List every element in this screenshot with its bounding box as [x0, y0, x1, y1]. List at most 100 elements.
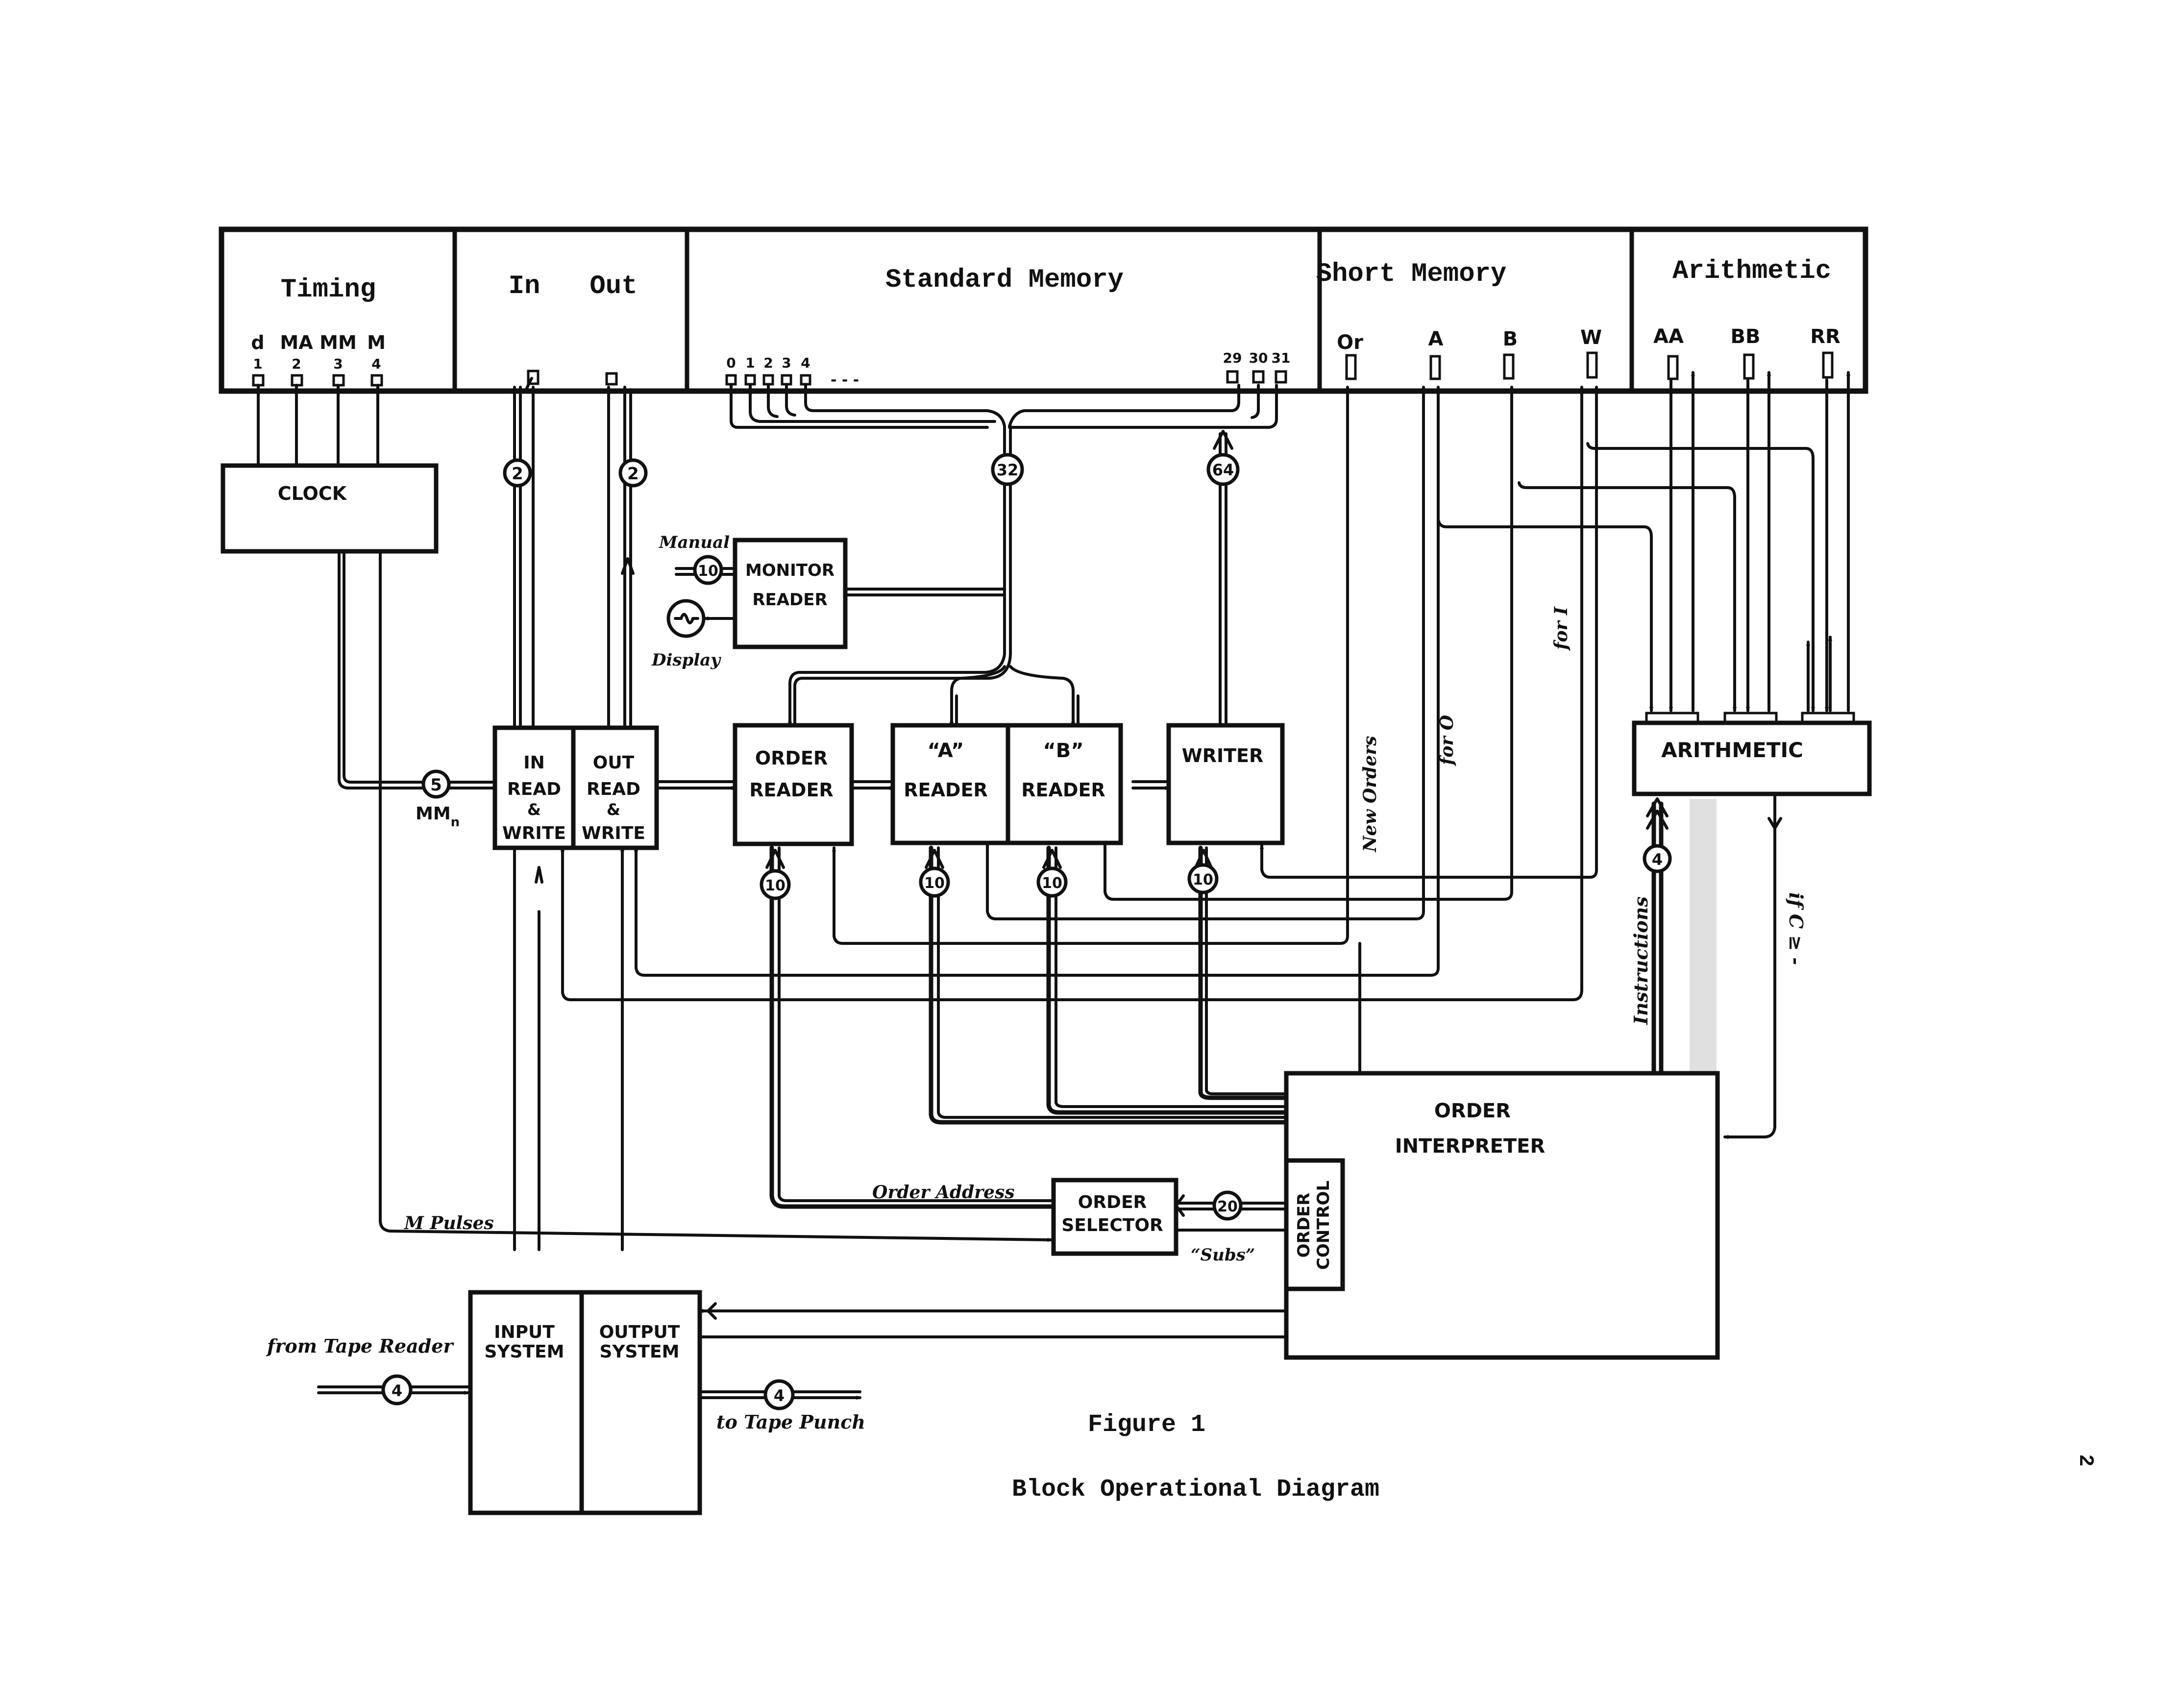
block-label: & — [607, 800, 620, 819]
display-scope — [666, 599, 706, 638]
block-label: WRITE — [502, 823, 566, 843]
timing-title: Timing — [281, 275, 376, 305]
memory-cell-index: 3 — [782, 355, 791, 371]
io-system-block: INPUT SYSTEM OUTPUT SYSTEM — [468, 1290, 702, 1515]
register-terminal — [1503, 353, 1515, 380]
ab-reader-block: “A” READER “B” READER — [890, 723, 1123, 845]
memory-cell-index: 31 — [1272, 350, 1291, 366]
block-label: MONITOR — [745, 561, 834, 580]
mm-label: MM — [416, 804, 451, 824]
memory-cell — [762, 374, 774, 386]
memory-cell-index: 4 — [801, 355, 810, 371]
timing-signal-name: MA — [280, 332, 313, 353]
order-address-label: Order Address — [872, 1182, 1015, 1203]
memory-cell — [1226, 370, 1239, 384]
bus-badge-out: 2 — [618, 458, 648, 488]
register-label: B — [1503, 328, 1518, 350]
svg-text:2: 2 — [627, 464, 639, 484]
bus-badge-memory-read: 32 — [991, 453, 1024, 486]
bus-badge-tape-in: 4 — [381, 1374, 413, 1406]
svg-text:64: 64 — [1212, 461, 1234, 479]
block-label: INTERPRETER — [1395, 1135, 1546, 1158]
scan-smudge — [1690, 799, 1717, 1073]
block-label: & — [527, 800, 541, 819]
in-out-rw-block: IN READ & WRITE OUT READ & WRITE — [492, 725, 659, 850]
memory-cell — [1275, 370, 1287, 384]
register-terminal — [1345, 354, 1357, 380]
timing-signal-name: MM — [319, 332, 357, 353]
out-label: Out — [589, 271, 637, 301]
block-label: READER — [749, 779, 833, 801]
short-memory-panel: Short Memory Or A B W — [1316, 259, 1602, 380]
page-number: 2 — [2074, 1454, 2097, 1466]
block-label: INPUT — [494, 1322, 555, 1342]
memory-cell-index: 30 — [1249, 350, 1268, 366]
timing-signal-index: 1 — [253, 356, 262, 372]
for-o-label: for O — [1437, 715, 1457, 766]
memory-cell-index: 1 — [745, 355, 755, 371]
terminal — [332, 374, 345, 387]
bus-badge-instructions: 4 — [1643, 844, 1672, 873]
svg-text:5: 5 — [430, 775, 442, 795]
terminal — [370, 374, 383, 387]
register-terminal — [1743, 353, 1755, 380]
block-label: ORDER — [1294, 1193, 1314, 1258]
block-label: ARITHMETIC — [1661, 738, 1803, 762]
wiring — [257, 371, 1855, 1398]
block-label: SYSTEM — [485, 1342, 564, 1362]
block-label: ORDER — [755, 747, 828, 769]
display-label: Display — [651, 650, 721, 670]
arithmetic-unit-block: ARITHMETIC — [1632, 720, 1872, 796]
header-frame — [219, 226, 1868, 394]
block-label: SELECTOR — [1061, 1215, 1163, 1235]
bus-badge-tape-out: 4 — [763, 1379, 795, 1410]
register-terminal — [1822, 351, 1834, 379]
standard-memory-title: Standard Memory — [885, 265, 1124, 295]
svg-text:10: 10 — [765, 877, 785, 894]
order-selector-block: ORDER SELECTOR — [1051, 1178, 1178, 1256]
timing-signal-name: d — [251, 332, 264, 353]
register-terminal — [1586, 351, 1598, 379]
mm-subscript: n — [451, 815, 460, 830]
figure-title: Block Operational Diagram — [1012, 1476, 1379, 1504]
memory-cell — [781, 374, 792, 386]
header-strip: Timing d MA MM M 1 2 3 4 In Out Standard… — [219, 226, 1868, 394]
bus-badge-b-reader: 10 — [1036, 866, 1068, 898]
block-label: SYSTEM — [600, 1342, 680, 1362]
register-label: W — [1580, 326, 1602, 349]
if-c-label: if C ≥ - — [1785, 892, 1807, 965]
svg-text:4: 4 — [774, 1386, 785, 1405]
register-label: AA — [1653, 325, 1684, 348]
writer-block: WRITER — [1166, 723, 1285, 845]
memory-cell-index: 2 — [763, 355, 773, 371]
order-interpreter-block: ORDER INTERPRETER — [1284, 1071, 1720, 1360]
memory-ellipsis: - - - — [831, 371, 859, 389]
bus-badge-memory-write: 64 — [1206, 453, 1240, 486]
monitor-reader-block: MONITOR READER — [733, 538, 848, 649]
memory-cell — [725, 374, 737, 386]
timing-panel: Timing d MA MM M 1 2 3 4 — [251, 275, 386, 387]
m-pulses-label: M Pulses — [403, 1213, 494, 1234]
memory-cell — [1252, 370, 1265, 384]
block-label: ORDER — [1434, 1100, 1511, 1122]
block-label: IN — [523, 753, 545, 773]
timing-signal-name: M — [367, 332, 386, 353]
timing-signal-index: 3 — [333, 356, 343, 372]
svg-text:4: 4 — [392, 1382, 402, 1400]
memory-cell — [744, 374, 756, 386]
arithmetic-panel: Arithmetic AA BB RR — [1653, 256, 1840, 380]
mm-n-label: MMn — [416, 804, 460, 830]
register-label: Or — [1337, 331, 1363, 354]
svg-text:10: 10 — [1193, 871, 1213, 889]
block-label: READER — [752, 590, 827, 610]
clock-block: CLOCK — [221, 463, 439, 554]
bus-badge-manual: 10 — [693, 555, 723, 585]
memory-cell — [800, 374, 811, 386]
bus-badge-writer: 10 — [1187, 863, 1219, 894]
register-terminal — [1667, 355, 1679, 380]
block-label: READER — [904, 779, 987, 801]
block-label: “A” — [928, 740, 964, 762]
timing-signal-index: 4 — [371, 356, 381, 372]
bus-badge-clock-mm: 5 — [421, 769, 451, 799]
